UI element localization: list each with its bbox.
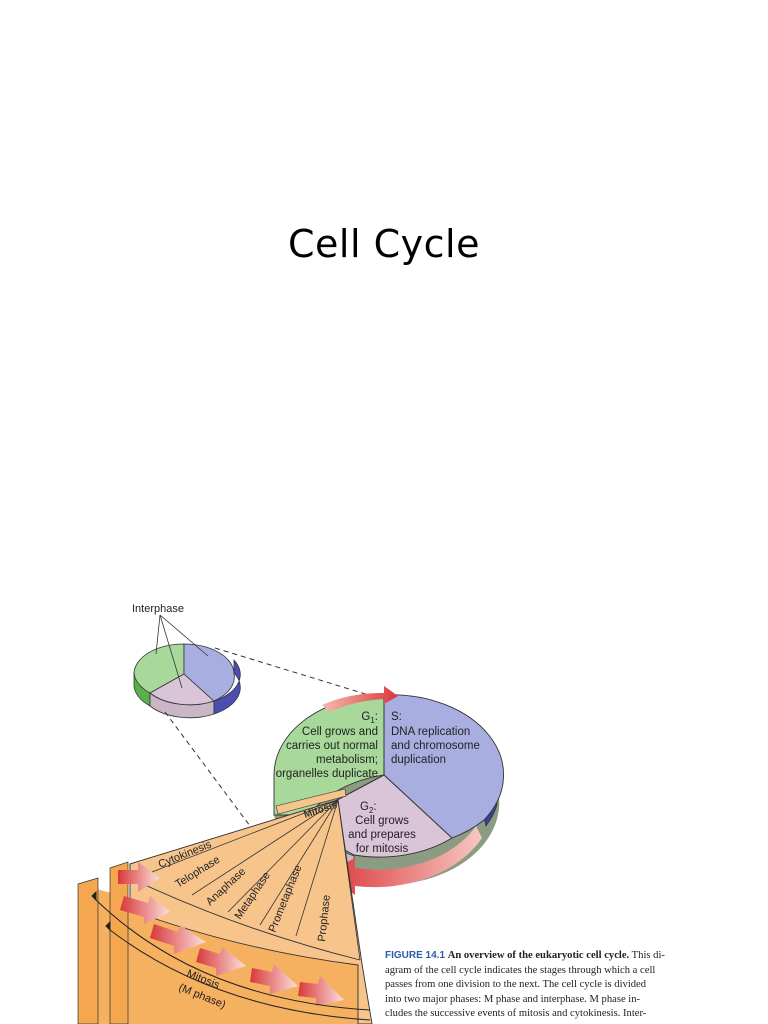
s-heading: S: — [391, 711, 402, 723]
zoom-line-bottom — [164, 711, 251, 827]
phase-label-prophase: Prophase — [316, 894, 333, 942]
mitosis-flow-arrows — [118, 862, 344, 1006]
m-phase-bracket — [91, 890, 371, 1021]
caption-line-2: agram of the cell cycle indicates the st… — [385, 964, 656, 976]
caption-line-1: FIGURE 14.1 An overview of the eukaryoti… — [385, 949, 685, 964]
caption-text-1: This di- — [631, 950, 665, 961]
g2-heading: G2: — [360, 801, 377, 815]
large-pie — [273, 686, 505, 895]
g1-line-4: organelles duplicate — [276, 768, 378, 780]
red-arc-arrow-bottom — [325, 826, 482, 895]
g1-line-2: carries out normal — [286, 740, 378, 752]
small-pie — [133, 614, 241, 719]
g2-line-1: Cell grows — [355, 815, 409, 827]
slide-title: Cell Cycle — [288, 222, 480, 266]
g1-line-3: metabolism; — [316, 754, 378, 766]
zoom-line-top — [214, 647, 373, 697]
g1-line-1: Cell grows and — [302, 726, 378, 738]
g2-line-2: and prepares — [348, 829, 416, 841]
s-line-3: duplication — [391, 754, 446, 766]
red-arc-arrow-top — [322, 686, 398, 712]
caption-heading: An overview of the eukaryotic cell cycle… — [447, 950, 630, 961]
interphase-label: Interphase — [132, 603, 184, 615]
caption-line-5: cludes the successive events of mitosis … — [385, 1008, 647, 1020]
caption-line-3: passes from one division to the next. Th… — [385, 979, 647, 991]
s-line-1: DNA replication — [391, 726, 470, 738]
figure-caption: FIGURE 14.1 An overview of the eukaryoti… — [385, 949, 685, 1022]
figure-number: FIGURE 14.1 — [385, 950, 446, 961]
g2-line-3: for mitosis — [356, 843, 409, 855]
caption-line-4: into two major phases: M phase and inter… — [385, 993, 641, 1005]
g1-heading: G1: — [361, 711, 378, 725]
s-line-2: and chromosome — [391, 740, 480, 752]
